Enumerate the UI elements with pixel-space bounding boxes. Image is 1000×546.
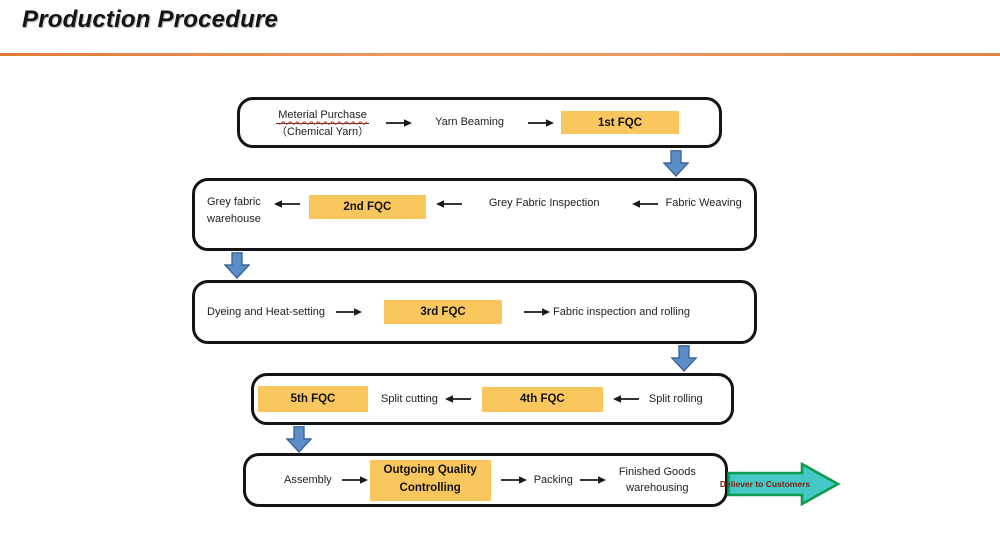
outgoing-quality-label: Outgoing Quality xyxy=(383,464,477,477)
step-packing: Packing xyxy=(533,473,573,486)
fqc-1-label: 1st FQC xyxy=(597,116,643,129)
arrow-left-icon xyxy=(273,200,300,208)
material-purchase-label: Meterial Purchase xyxy=(276,107,370,124)
arrow-right-icon xyxy=(524,308,551,316)
flow-row-assembly: Assembly Outgoing Quality Controlling Pa… xyxy=(243,453,728,507)
down-arrow-icon xyxy=(663,150,689,177)
down-arrow-icon xyxy=(671,345,697,372)
fqc-4-chip: 4th FQC xyxy=(481,386,603,412)
step-fabric-inspection-rolling: Fabric inspection and rolling xyxy=(553,305,690,318)
chemical-yarn-label: （Chemical Yarn） xyxy=(276,126,370,138)
deliver-arrow: Deliever to Customers xyxy=(719,462,840,506)
flow-row-grey-fabric: Grey fabric warehouse 2nd FQC Grey Fabri… xyxy=(192,178,757,251)
step-grey-fabric-inspection: Grey Fabric Inspection xyxy=(488,197,600,209)
step-finished-goods-warehousing: Finished Goods warehousing xyxy=(619,464,696,497)
arrow-right-icon xyxy=(500,476,527,484)
fqc-3-chip: 3rd FQC xyxy=(384,300,503,324)
fqc-2-chip: 2nd FQC xyxy=(308,195,426,219)
fqc-5-chip: 5th FQC xyxy=(258,386,368,412)
flow-row-split: 5th FQC Split cutting 4th FQC Split roll… xyxy=(251,373,734,425)
title-accent-line xyxy=(0,53,1000,56)
right-block-arrow-icon xyxy=(727,462,840,506)
down-arrow-icon xyxy=(224,252,250,279)
warehouse-label: warehouse xyxy=(207,212,261,225)
step-fabric-weaving: Fabric Weaving xyxy=(665,197,742,209)
flow-row-dyeing: Dyeing and Heat-setting 3rd FQC Fabric i… xyxy=(192,280,757,344)
arrow-right-icon xyxy=(341,476,368,484)
fqc-5-label: 5th FQC xyxy=(290,393,336,405)
outgoing-quality-chip: Outgoing Quality Controlling xyxy=(369,459,491,501)
down-arrow-icon xyxy=(286,426,312,453)
arrow-left-icon xyxy=(444,395,471,403)
fqc-4-label: 4th FQC xyxy=(520,393,565,405)
flow-row-material: Meterial Purchase （Chemical Yarn） Yarn B… xyxy=(237,97,722,148)
step-assembly: Assembly xyxy=(284,473,332,486)
step-material-purchase: Meterial Purchase （Chemical Yarn） xyxy=(276,107,370,141)
arrow-right-icon xyxy=(579,476,606,484)
finished-goods-label: Finished Goods xyxy=(618,465,696,478)
step-dyeing-heat-setting: Dyeing and Heat-setting xyxy=(207,305,326,318)
arrow-right-icon xyxy=(528,118,555,127)
step-grey-fabric-warehouse: Grey fabric warehouse xyxy=(207,194,261,227)
arrow-left-icon xyxy=(612,395,639,403)
arrow-left-icon xyxy=(435,200,462,208)
deliver-to-customers-label: Deliever to Customers xyxy=(719,479,811,489)
fqc-2-label: 2nd FQC xyxy=(343,201,392,213)
grey-fabric-label: Grey fabric xyxy=(207,196,261,208)
fqc-1-chip: 1st FQC xyxy=(561,111,680,134)
arrow-left-icon xyxy=(632,200,659,208)
arrow-right-icon xyxy=(336,308,363,316)
step-yarn-beaming: Yarn Beaming xyxy=(435,116,505,129)
step-split-cutting: Split cutting xyxy=(381,392,438,405)
controlling-label: Controlling xyxy=(399,482,461,494)
step-split-rolling: Split rolling xyxy=(648,392,703,405)
fqc-3-label: 3rd FQC xyxy=(420,306,466,318)
page-title: Production Procedure xyxy=(22,6,279,33)
warehousing-label: warehousing xyxy=(626,482,689,494)
arrow-right-icon xyxy=(386,118,413,127)
